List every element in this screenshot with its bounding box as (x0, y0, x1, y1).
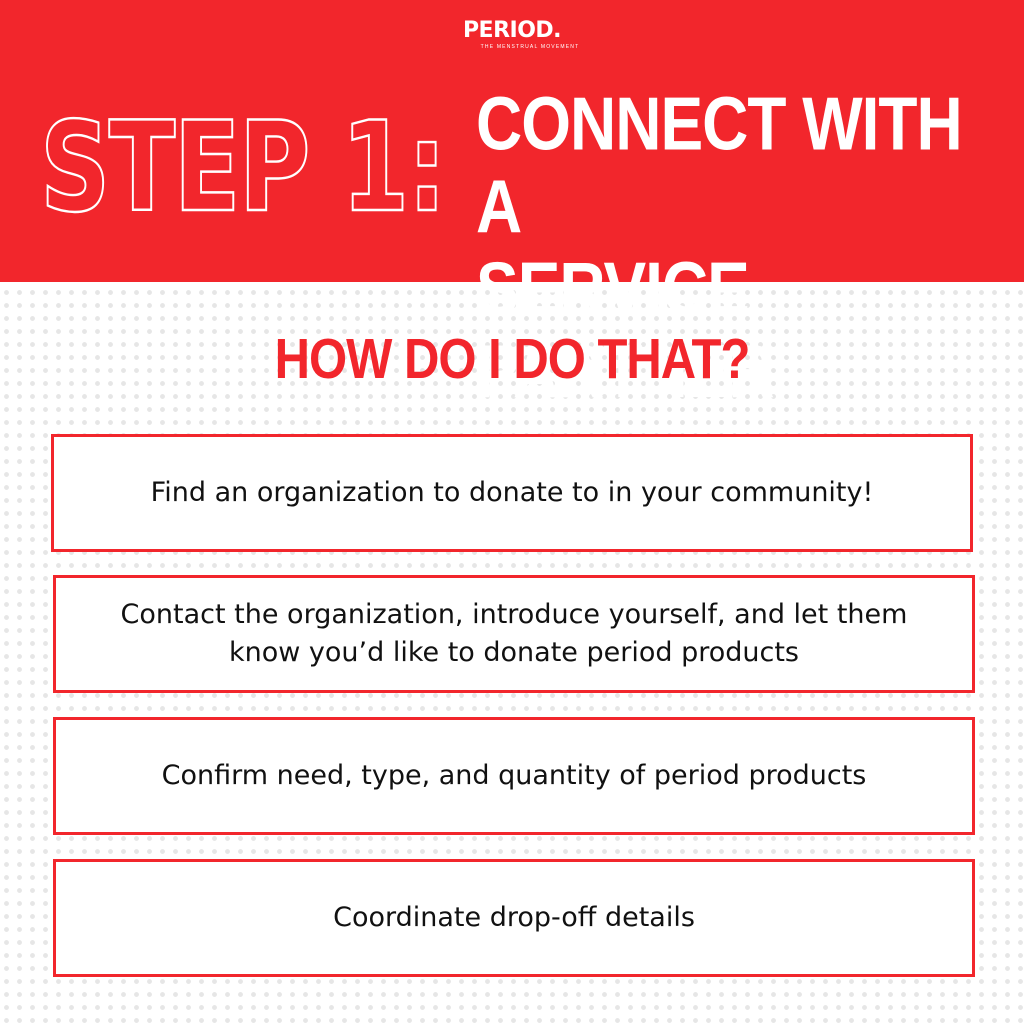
step-label: STEP 1: (40, 95, 448, 222)
section-heading: HOW DO I DO THAT? (274, 328, 751, 391)
step-card-text-line-1: Contact the organization, introduce your… (120, 599, 908, 630)
logo-tagline: THE MENSTRUAL MOVEMENT (480, 44, 580, 50)
step-label-text: STEP 1: (40, 96, 445, 222)
header-banner: PERIOD. THE MENSTRUAL MOVEMENT STEP 1: C… (0, 0, 1024, 412)
title-line-2: SERVICE PARTNER (476, 246, 775, 414)
step-card-4: Coordinate drop-off details (53, 859, 975, 977)
page-title: CONNECT WITH A SERVICE PARTNER (476, 82, 1016, 412)
step-card-text: Contact the organization, introduce your… (121, 596, 908, 672)
title-line-1: CONNECT WITH A (476, 80, 963, 249)
step-card-text: Find an organization to donate to in you… (150, 477, 874, 508)
period-logo: PERIOD. (462, 18, 562, 43)
step-card-text-line-2: know you’d like to donate period product… (228, 637, 799, 668)
step-card-3: Confirm need, type, and quantity of peri… (53, 717, 975, 835)
step-card-text: Confirm need, type, and quantity of peri… (161, 760, 867, 791)
step-card-2: Contact the organization, introduce your… (53, 575, 975, 693)
step-card-text: Coordinate drop-off details (333, 902, 695, 933)
step-card-1: Find an organization to donate to in you… (51, 434, 973, 552)
